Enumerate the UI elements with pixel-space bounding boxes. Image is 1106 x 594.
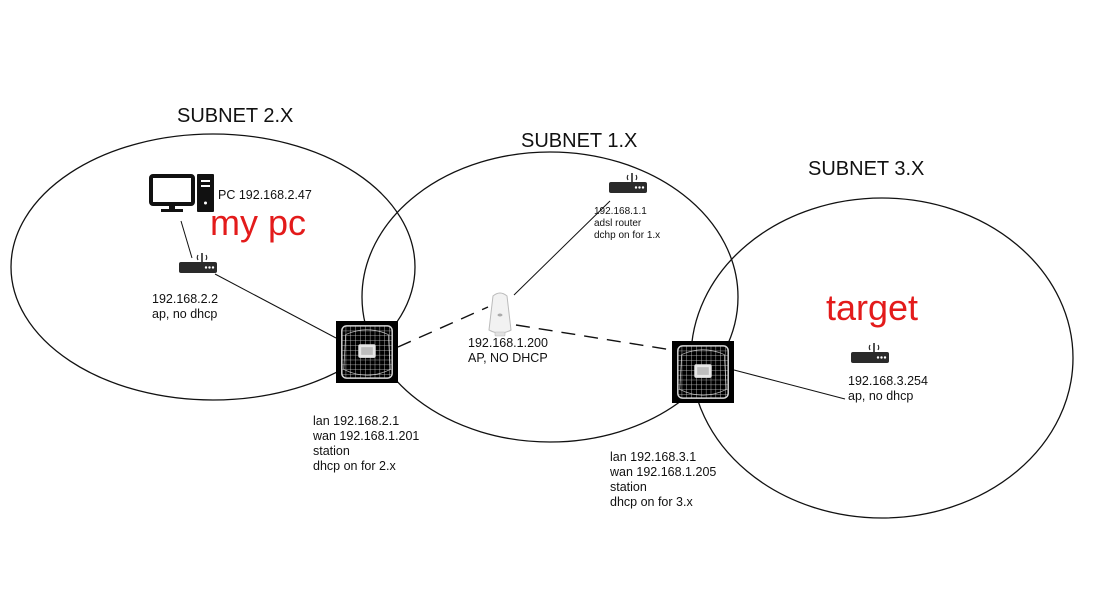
ap-subnet-2-mode: ap, no dhcp (152, 307, 218, 321)
router-subnet-1-label: 192.168.1.1 adsl router dchp on for 1.x (594, 206, 660, 242)
ap-subnet-1-label: 192.168.1.200 AP, NO DHCP (468, 336, 548, 366)
subnet-1-title: SUBNET 1.X (521, 130, 638, 152)
ap-subnet-1-mode: AP, NO DHCP (468, 351, 548, 365)
station-subnet-3-label: lan 192.168.3.1 wan 192.168.1.205 statio… (610, 450, 716, 510)
link-ap-to-station-2 (214, 273, 337, 339)
station-3-wan: wan 192.168.1.205 (610, 465, 717, 479)
station-subnet-2-label: lan 192.168.2.1 wan 192.168.1.201 statio… (313, 414, 419, 474)
subnet-3-title: SUBNET 3.X (808, 158, 925, 180)
router-1-ip: 192.168.1.1 (594, 206, 647, 217)
subnet-2-title: SUBNET 2.X (177, 105, 294, 127)
link-pc-to-ap (180, 220, 193, 259)
station-2-wan: wan 192.168.1.201 (313, 429, 420, 443)
target-ap-mode: ap, no dhcp (848, 389, 914, 403)
wireless-link-station-2 (397, 306, 489, 348)
grid-antenna-icon (672, 340, 734, 404)
subnet-2-boundary (10, 133, 416, 401)
pc-label: PC 192.168.2.47 (218, 188, 312, 202)
my-pc-callout: my pc (210, 202, 307, 243)
station-2-dhcp: dhcp on for 2.x (313, 459, 396, 473)
station-3-dhcp: dhcp on for 3.x (610, 495, 693, 509)
station-3-lan: lan 192.168.3.1 (610, 450, 697, 464)
grid-antenna-icon (336, 320, 398, 384)
router-1-type: adsl router (594, 218, 642, 229)
target-callout: target (826, 287, 919, 328)
access-point-icon (488, 292, 512, 337)
station-3-mode: station (610, 480, 647, 494)
link-station-3-to-target (733, 369, 846, 400)
router-icon (608, 172, 648, 194)
target-ap-ip: 192.168.3.254 (848, 374, 928, 388)
ap-subnet-1-ip: 192.168.1.200 (468, 336, 548, 350)
subnet-1-boundary (361, 151, 739, 443)
station-2-mode: station (313, 444, 350, 458)
station-2-lan: lan 192.168.2.1 (313, 414, 400, 428)
ap-subnet-2-label: 192.168.2.2 ap, no dhcp (152, 292, 218, 322)
ap-subnet-2-ip: 192.168.2.2 (152, 292, 219, 306)
router-1-dhcp: dchp on for 1.x (594, 230, 661, 241)
router-icon (178, 252, 218, 274)
target-ap-label: 192.168.3.254 ap, no dhcp (848, 374, 928, 404)
wireless-link-station-3 (515, 324, 673, 351)
link-router-to-ap (513, 200, 611, 296)
desktop-pc-icon (149, 174, 214, 212)
router-icon (850, 342, 890, 364)
